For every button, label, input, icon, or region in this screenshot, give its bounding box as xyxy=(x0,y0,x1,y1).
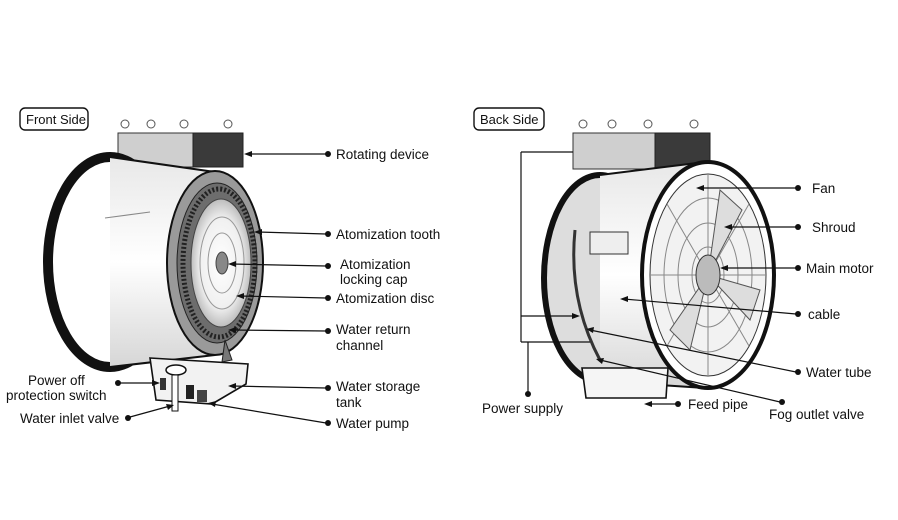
back-side-view: Back Side xyxy=(473,107,874,422)
label-shroud: Shroud xyxy=(812,220,856,235)
label-cable: cable xyxy=(808,307,840,322)
label-feed-pipe: Feed pipe xyxy=(688,397,748,412)
label-fog-outlet-valve: Fog outlet valve xyxy=(769,407,864,422)
front-tank-illustration xyxy=(149,357,249,412)
back-title: Back Side xyxy=(480,112,539,127)
label-water-return-channel-line1: Water return xyxy=(336,322,411,337)
front-leader-lines xyxy=(115,151,331,426)
front-side-view: Front Side xyxy=(6,107,440,431)
label-power-off-switch-line1: Power off xyxy=(28,373,85,388)
label-rotating-device: Rotating device xyxy=(336,147,429,162)
back-title-box xyxy=(473,107,545,131)
back-drum-illustration xyxy=(541,160,776,399)
label-atomization-tooth: Atomization tooth xyxy=(336,227,440,242)
back-rotating-device-illustration xyxy=(572,119,711,170)
label-water-storage-tank-line1: Water storage xyxy=(336,379,420,394)
label-water-inlet-valve: Water inlet valve xyxy=(20,411,119,426)
label-atomization-disc: Atomization disc xyxy=(336,291,435,306)
front-title-box xyxy=(19,107,89,131)
rotating-device-illustration xyxy=(117,119,244,168)
label-water-return-channel-line2: channel xyxy=(336,338,383,353)
label-water-storage-tank-line2: tank xyxy=(336,395,362,410)
label-atomization-locking-cap-line1: Atomization xyxy=(340,257,411,272)
label-water-pump: Water pump xyxy=(336,416,409,431)
back-leader-lines xyxy=(520,151,801,407)
label-power-supply: Power supply xyxy=(482,401,563,416)
front-drum-illustration xyxy=(43,152,264,372)
label-atomization-locking-cap-line2: locking cap xyxy=(340,272,408,287)
label-water-tube: Water tube xyxy=(806,365,872,380)
label-power-off-switch-line2: protection switch xyxy=(6,388,107,403)
label-main-motor: Main motor xyxy=(806,261,874,276)
front-title: Front Side xyxy=(26,112,86,127)
label-fan: Fan xyxy=(812,181,835,196)
